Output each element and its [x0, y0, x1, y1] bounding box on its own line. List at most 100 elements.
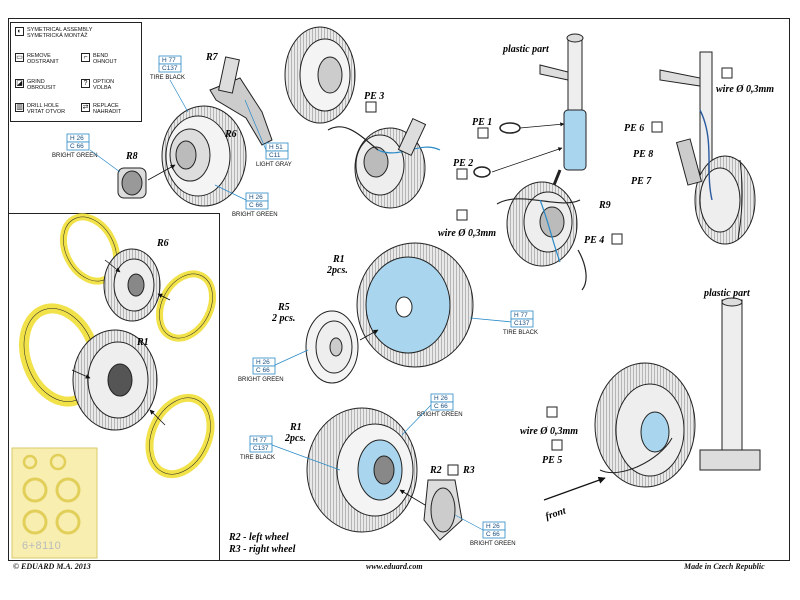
label-r6-mask: R6	[156, 238, 169, 249]
symmetrical-assembly-icon	[651, 121, 663, 133]
bend-icon	[611, 233, 623, 245]
label-pe4: PE 4	[584, 235, 604, 246]
svg-text:C 66: C 66	[434, 403, 448, 410]
footer-website[interactable]: www.eduard.com	[366, 562, 423, 571]
option-icon	[551, 439, 563, 451]
svg-text:C 66: C 66	[249, 202, 263, 209]
wheel-lower-center	[306, 407, 463, 541]
svg-text:C 66: C 66	[486, 531, 500, 538]
label-r1-lower: R1	[289, 422, 302, 433]
svg-text:TIRE BLACK: TIRE BLACK	[240, 455, 275, 461]
mask-sheet-thumbnail	[11, 447, 98, 559]
hub-cover-r5	[305, 310, 379, 384]
color-code-bright-green-4: H 26 C 66 BRIGHT GREEN	[417, 393, 463, 418]
color-code-tire-black-2: H 77 C137 TIRE BLACK	[503, 310, 538, 336]
svg-text:BRIGHT GREEN: BRIGHT GREEN	[417, 412, 463, 418]
bend-icon	[477, 127, 489, 139]
label-r1-qty: 2pcs.	[326, 265, 348, 276]
bend-icon	[365, 101, 377, 113]
label-wire-1: wire Ø 0,3mm	[438, 228, 496, 239]
sheet-frame	[8, 18, 790, 561]
color-code-bright-green-5: H 26 C 66 BRIGHT GREEN	[470, 521, 516, 547]
grind-icon: ◪	[15, 79, 24, 88]
label-plastic-part-2: plastic part	[703, 288, 751, 299]
remove-icon: ▭	[15, 53, 24, 62]
color-code-tire-black-3: H 77 C137 TIRE BLACK	[240, 435, 275, 461]
color-code-tire-black-1: H 77 C137 TIRE BLACK	[150, 55, 185, 81]
label-r9: R9	[598, 200, 611, 211]
label-r3: R3	[462, 465, 475, 476]
label-pe6: PE 6	[624, 123, 644, 134]
strut-lower-right	[543, 297, 761, 501]
svg-text:H 26: H 26	[486, 523, 500, 530]
svg-text:TIRE BLACK: TIRE BLACK	[150, 75, 185, 81]
svg-text:H 26: H 26	[256, 359, 270, 366]
wheel-pe3-assembly	[327, 117, 441, 209]
label-r8: R8	[125, 151, 138, 162]
wheel-top-center	[284, 26, 356, 124]
svg-text:C 66: C 66	[70, 143, 84, 150]
label-wire-2: wire Ø 0,3mm	[716, 84, 774, 95]
label-r6: R6	[224, 129, 237, 140]
symmetrical-assembly-icon	[546, 406, 558, 418]
svg-text:C11: C11	[269, 152, 281, 159]
color-code-light-gray: H 51 C11 LIGHT GRAY	[256, 142, 292, 168]
svg-text:H 26: H 26	[249, 194, 263, 201]
replace-icon: ⇄	[81, 103, 90, 112]
svg-text:H 77: H 77	[162, 57, 176, 64]
label-r1: R1	[332, 254, 345, 265]
label-plastic-part-1: plastic part	[502, 44, 550, 55]
svg-text:C137: C137	[162, 65, 178, 72]
option-icon	[456, 209, 468, 221]
mask-panel	[19, 213, 217, 479]
symmetrical-assembly-icon	[447, 464, 459, 476]
label-pe5: PE 5	[542, 455, 562, 466]
wheel-r1-masked	[356, 242, 513, 368]
mask-panel-border	[9, 213, 220, 560]
bend-icon	[456, 168, 468, 180]
svg-text:BRIGHT GREEN: BRIGHT GREEN	[52, 153, 98, 159]
part-number: 6+8110	[22, 540, 62, 552]
label-r7: R7	[205, 52, 219, 63]
color-code-bright-green-1: H 26 C 66 BRIGHT GREEN	[52, 133, 98, 159]
bend-icon: ⌐	[81, 53, 90, 62]
strut-top-right	[659, 51, 756, 245]
svg-text:C137: C137	[514, 320, 530, 327]
label-pe3: PE 3	[364, 91, 384, 102]
wheel-upper-middle	[496, 181, 587, 291]
svg-text:LIGHT GRAY: LIGHT GRAY	[256, 162, 292, 168]
option-icon: ?	[81, 79, 90, 88]
svg-text:C137: C137	[253, 445, 269, 452]
svg-text:H 77: H 77	[253, 437, 267, 444]
svg-text:H 26: H 26	[434, 395, 448, 402]
label-pe1: PE 1	[472, 117, 492, 128]
svg-text:BRIGHT GREEN: BRIGHT GREEN	[238, 377, 284, 383]
label-r5-qty: 2 pcs.	[271, 313, 295, 324]
label-wire-3: wire Ø 0,3mm	[520, 426, 578, 437]
label-r1-mask: R1	[136, 337, 149, 348]
label-front: front	[544, 505, 568, 522]
svg-text:C 66: C 66	[256, 367, 270, 374]
color-code-bright-green-2: H 26 C 66 BRIGHT GREEN	[232, 192, 278, 218]
front-arrow	[543, 476, 606, 501]
svg-text:TIRE BLACK: TIRE BLACK	[503, 330, 538, 336]
svg-text:BRIGHT GREEN: BRIGHT GREEN	[470, 541, 516, 547]
color-code-bright-green-3: H 26 C 66 BRIGHT GREEN	[238, 357, 284, 383]
svg-text:BRIGHT GREEN: BRIGHT GREEN	[232, 212, 278, 218]
footer-copyright: © EDUARD M.A. 2013	[13, 562, 91, 571]
label-right-wheel: R3 - right wheel	[228, 544, 296, 555]
svg-text:H 51: H 51	[269, 144, 283, 151]
label-r5: R5	[277, 302, 290, 313]
option-icon	[721, 67, 733, 79]
svg-text:H 77: H 77	[514, 312, 528, 319]
svg-text:H 26: H 26	[70, 135, 84, 142]
label-pe2: PE 2	[453, 158, 473, 169]
